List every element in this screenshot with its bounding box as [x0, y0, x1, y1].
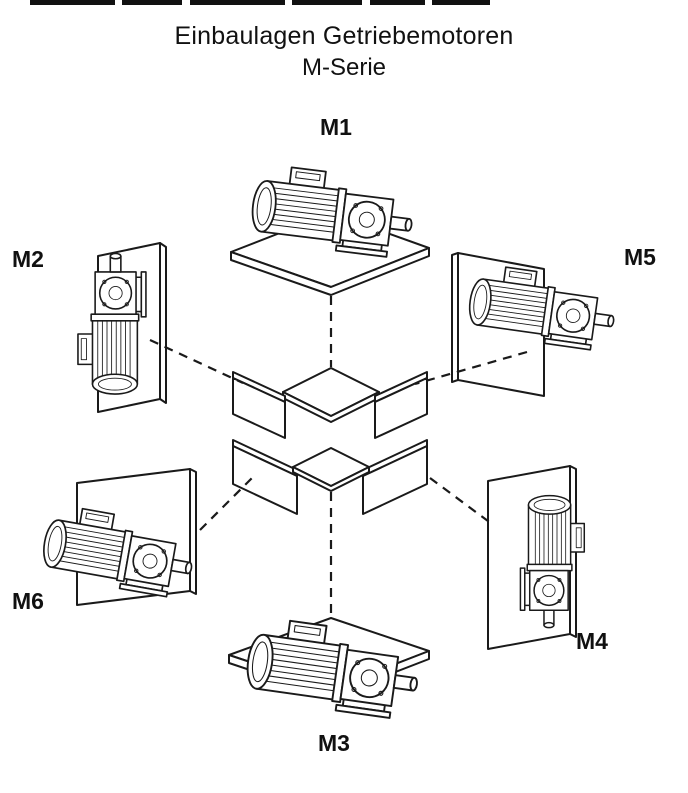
label-m6: M6 — [12, 588, 44, 614]
diagram-title: Einbaulagen Getriebemotoren — [174, 22, 514, 50]
label-m1: M1 — [320, 114, 352, 140]
cube-top-plate — [282, 367, 380, 417]
diagram-subtitle: M-Serie — [301, 54, 386, 81]
dashed-line-m6 — [199, 477, 253, 531]
label-m5: M5 — [624, 244, 656, 270]
label-m3: M3 — [318, 730, 350, 756]
dashed-line-m4 — [429, 477, 493, 525]
label-m4: M4 — [576, 628, 608, 654]
cropped-text-remnant — [30, 0, 490, 5]
gearmotor-m2 — [77, 252, 147, 395]
cube-bottom-plate — [292, 447, 370, 487]
projection-lines — [149, 296, 528, 614]
label-m2: M2 — [12, 246, 44, 272]
dashed-line-m2 — [149, 339, 244, 384]
dashed-line-m5 — [414, 350, 528, 386]
reference-cube — [232, 367, 428, 515]
